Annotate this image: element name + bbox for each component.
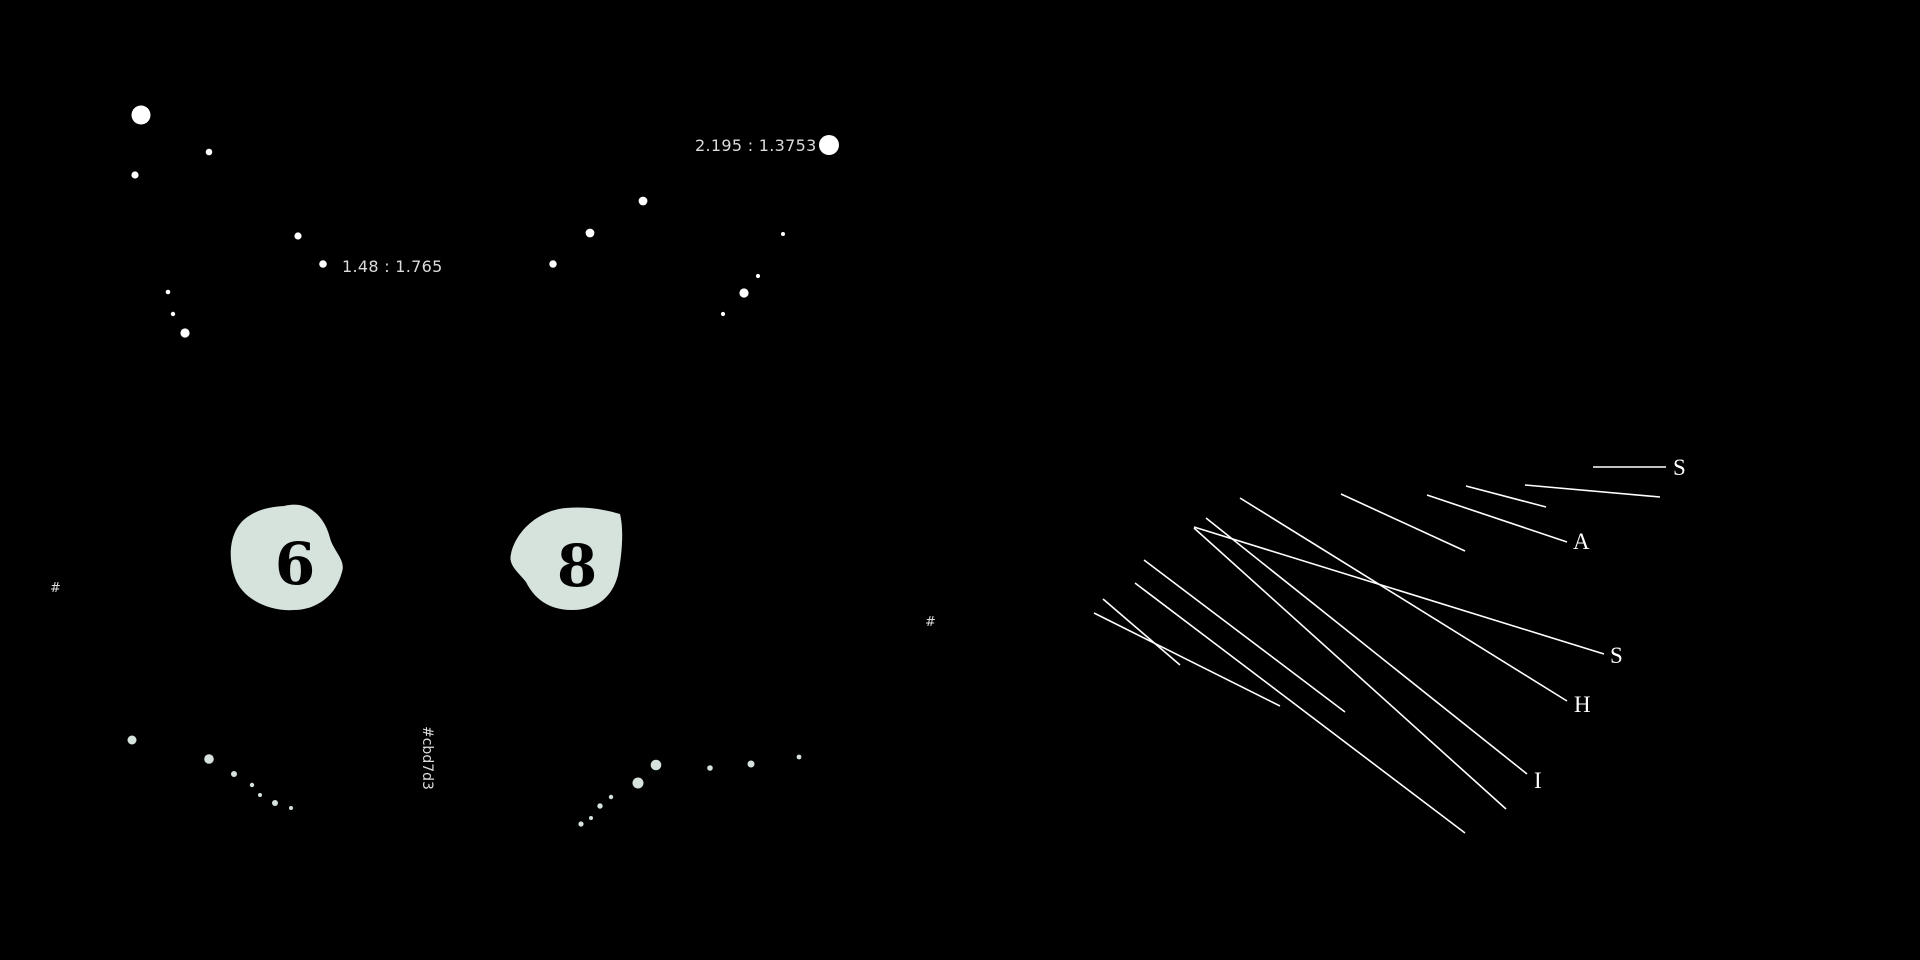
stroke-line — [1205, 517, 1528, 775]
dot — [131, 105, 151, 125]
dot — [638, 196, 648, 206]
dot — [720, 311, 726, 317]
dot — [180, 328, 190, 338]
stroke-line — [1102, 598, 1181, 666]
lower-right-dot-arc — [578, 754, 802, 827]
stroke-line — [1465, 485, 1547, 508]
ratio-label-left: 1.48 : 1.765 — [342, 257, 443, 276]
dot — [819, 135, 839, 155]
ratio-label-right: 2.195 : 1.3753 — [695, 136, 817, 155]
hex-code-label: #cbd7d3 — [419, 726, 435, 790]
dot — [578, 821, 584, 827]
dot — [258, 793, 262, 797]
dot — [650, 759, 662, 771]
line-bundle — [1093, 466, 1666, 834]
stroke-line — [1340, 493, 1466, 552]
stroke-line — [1426, 494, 1568, 543]
upper-left-dot-cluster — [131, 105, 327, 338]
dot — [294, 232, 302, 240]
dot — [127, 735, 137, 745]
upper-right-dot-cluster — [549, 135, 839, 317]
dot — [289, 806, 293, 810]
dot — [205, 148, 213, 156]
stroke-line — [1239, 497, 1568, 702]
stroke-line — [1134, 582, 1466, 834]
dot — [739, 288, 749, 298]
dot — [204, 754, 214, 764]
stroke-line — [1193, 527, 1507, 810]
dot — [165, 289, 171, 295]
dot — [747, 760, 755, 768]
blob-shape — [230, 504, 343, 611]
blob-digit: 6 — [275, 530, 315, 598]
dot — [781, 232, 785, 236]
stroke-line — [1143, 559, 1346, 713]
line-letter-a: A — [1573, 529, 1590, 554]
dot — [249, 782, 255, 788]
stroke-line — [1524, 484, 1661, 498]
dot — [707, 765, 713, 771]
dot — [796, 754, 802, 760]
dot — [589, 816, 593, 820]
blob-eight: 8 — [510, 507, 623, 610]
blob-shape — [510, 507, 623, 610]
dot — [585, 228, 595, 238]
dot — [632, 777, 644, 789]
blob-digit: 8 — [557, 532, 597, 600]
hash-mark-center: # — [925, 615, 936, 630]
lower-left-dot-arc — [127, 735, 293, 810]
stroke-line — [1093, 612, 1281, 707]
dot — [272, 800, 278, 806]
dot — [231, 771, 237, 777]
dot — [608, 794, 614, 800]
stroke-line — [1193, 526, 1605, 655]
blob-six: 6 — [230, 504, 343, 611]
line-letter-s-middle: S — [1610, 643, 1623, 668]
dot — [170, 311, 176, 317]
line-letter-h: H — [1574, 692, 1591, 717]
dot — [319, 260, 327, 268]
dot — [549, 260, 557, 268]
dot — [597, 803, 603, 809]
dot — [131, 171, 139, 179]
line-letter-s-top: S — [1673, 455, 1686, 480]
dot — [755, 273, 761, 279]
hash-mark-left: # — [50, 581, 61, 596]
line-letter-i: I — [1534, 768, 1542, 793]
